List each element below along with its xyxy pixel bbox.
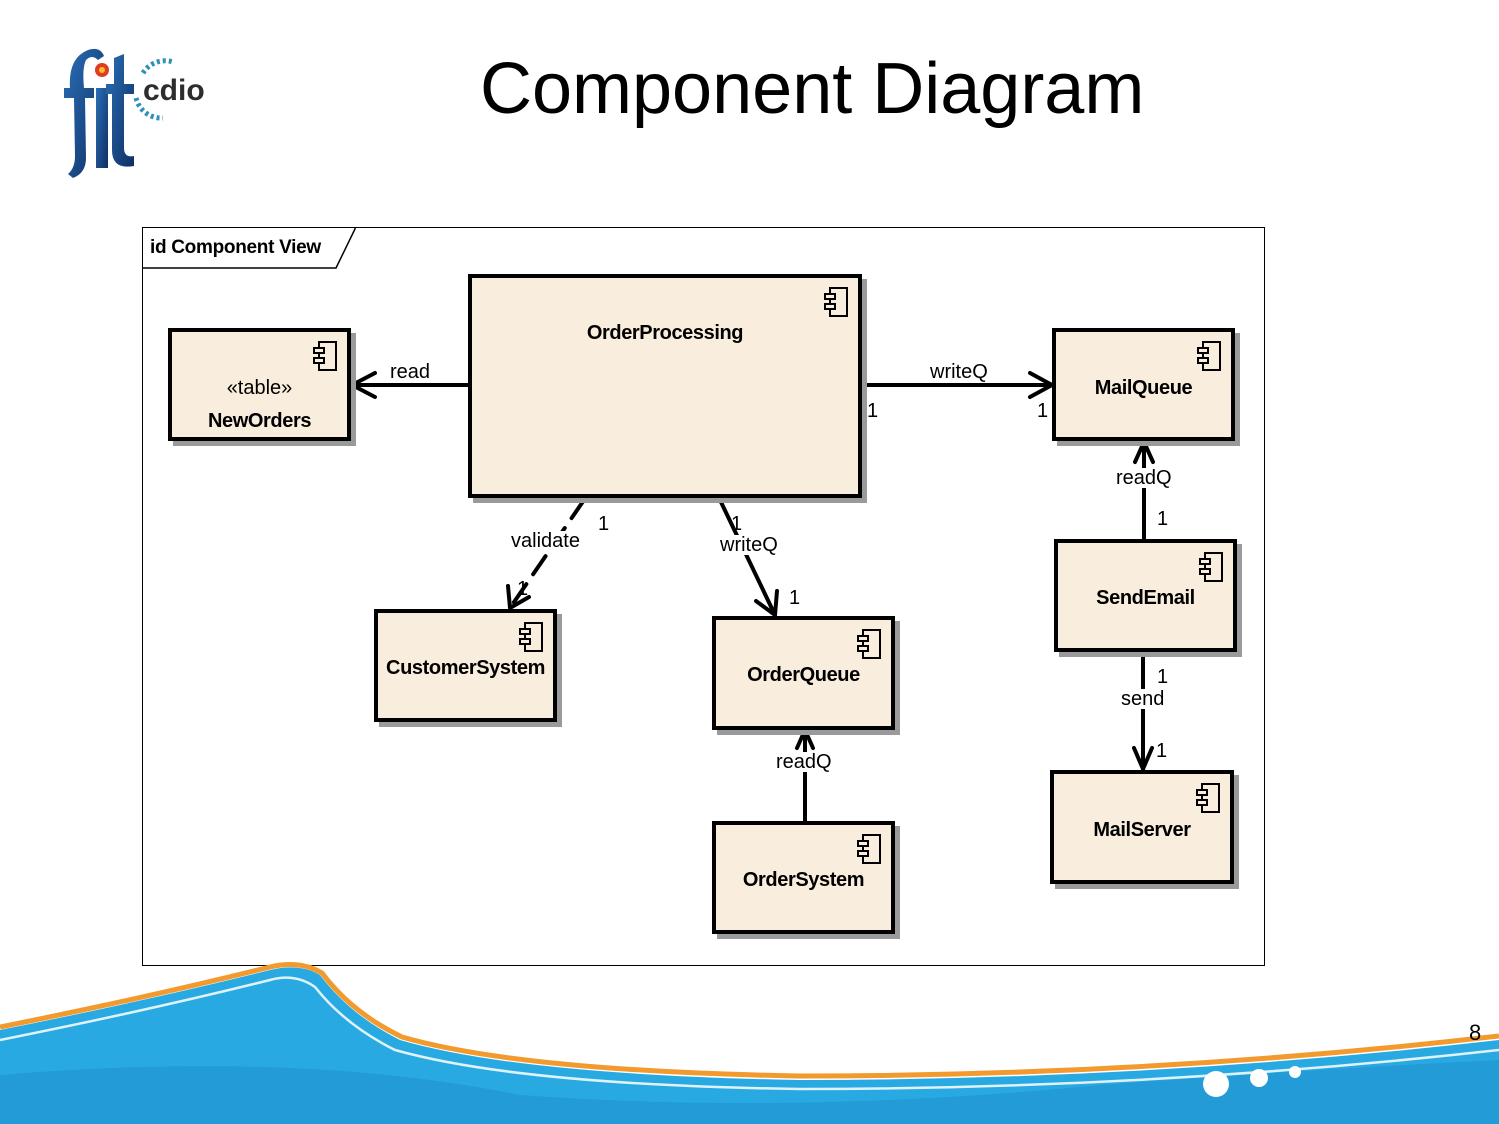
slide-title: Component Diagram — [480, 49, 1145, 129]
footer-wave-decoration — [0, 962, 1499, 1124]
component-name: CustomerSystem — [386, 657, 545, 679]
component-icon — [857, 629, 881, 659]
frame-tab-shape — [143, 228, 356, 269]
multiplicity-send-target: 1 — [1156, 740, 1168, 762]
component-icon — [824, 287, 848, 317]
multiplicity-writeq-order-source: 1 — [731, 513, 743, 535]
component-name: OrderProcessing — [586, 322, 744, 344]
connector-label-read: read — [389, 361, 432, 383]
component-name: SendEmail — [1096, 587, 1195, 609]
component-icon — [1199, 552, 1223, 582]
component-icon — [1197, 341, 1221, 371]
component-stereotype: «table» — [226, 377, 293, 399]
component-order-processing[interactable]: OrderProcessing — [468, 274, 862, 498]
component-icon — [313, 341, 337, 371]
connector-label-validate: validate — [510, 530, 581, 552]
fit-cdio-logo: cdio — [48, 28, 228, 188]
component-mail-queue[interactable]: MailQueue — [1052, 328, 1235, 441]
multiplicity-send-source: 1 — [1157, 666, 1169, 688]
multiplicity-writeq-mail-target: 1 — [1037, 400, 1049, 422]
multiplicity-readq-mail-source: 1 — [1157, 508, 1169, 530]
component-send-email[interactable]: SendEmail — [1054, 539, 1237, 652]
component-icon — [519, 622, 543, 652]
component-name: MailQueue — [1094, 377, 1193, 399]
component-icon — [1196, 783, 1220, 813]
component-name: MailServer — [1093, 819, 1191, 841]
connector-label-readq-order: readQ — [775, 751, 833, 773]
component-customer-system[interactable]: CustomerSystem — [374, 609, 557, 722]
connector-label-writeq-mail: writeQ — [929, 361, 989, 383]
component-name: OrderSystem — [742, 869, 865, 891]
multiplicity-writeq-mail-source: 1 — [867, 400, 879, 422]
multiplicity-validate-source: 1 — [598, 513, 610, 535]
component-new-orders[interactable]: «table» NewOrders — [168, 328, 351, 441]
component-name: NewOrders — [207, 410, 312, 432]
component-order-system[interactable]: OrderSystem — [712, 821, 895, 934]
multiplicity-writeq-order-target: 1 — [789, 587, 801, 609]
multiplicity-validate-target: 1 — [517, 578, 529, 600]
connector-label-writeq-order: writeQ — [719, 534, 779, 556]
page-number: 8 — [1469, 1020, 1482, 1045]
frame-label: id Component View — [150, 237, 321, 258]
fit-cdio-logo-icon: cdio — [64, 48, 205, 178]
connector-label-readq-mail: readQ — [1115, 467, 1173, 489]
connector-label-send: send — [1120, 688, 1166, 710]
component-mail-server[interactable]: MailServer — [1050, 770, 1234, 884]
component-icon — [857, 834, 881, 864]
component-name: OrderQueue — [747, 664, 860, 686]
logo-text: cdio — [143, 74, 205, 107]
component-order-queue[interactable]: OrderQueue — [712, 616, 895, 730]
